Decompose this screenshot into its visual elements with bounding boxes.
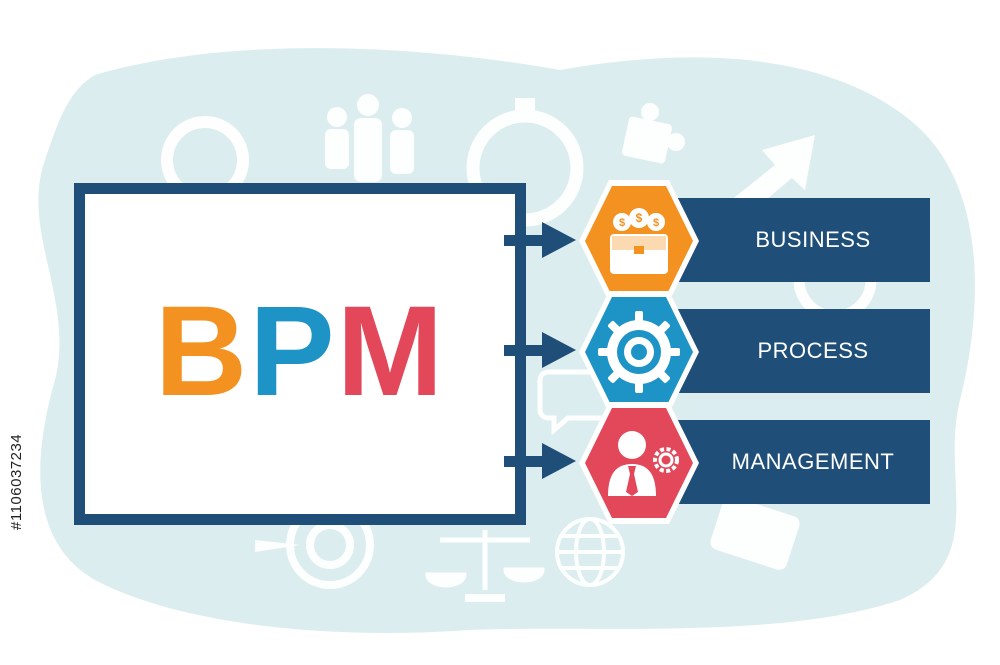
svg-text:$: $ xyxy=(636,211,643,225)
acronym-title: BPM xyxy=(85,282,515,422)
acronym-box: BPM xyxy=(74,183,526,525)
arrow-business xyxy=(504,222,576,258)
side-watermark: #1106037234 xyxy=(8,433,25,530)
people-group-icon xyxy=(325,94,414,182)
label-business: BUSINESS xyxy=(755,227,871,252)
scales-icon xyxy=(425,530,545,602)
hex-process xyxy=(579,291,699,413)
globe-icon xyxy=(555,517,625,587)
connector-arrows xyxy=(504,222,576,479)
label-process: PROCESS xyxy=(757,338,869,363)
arrow-management xyxy=(504,443,576,479)
hex-management xyxy=(579,402,699,524)
briefcase-money-icon: $ $ $ xyxy=(610,208,668,274)
puzzle-piece-icon xyxy=(622,103,685,164)
label-management: MANAGEMENT xyxy=(731,449,895,474)
svg-text:$: $ xyxy=(653,217,659,229)
acronym-letter-p: P xyxy=(249,280,337,423)
acronym-letter-b: B xyxy=(154,280,250,423)
acronym-letter-m: M xyxy=(336,280,446,423)
gear-target-icon xyxy=(598,311,680,393)
hex-business: $ $ $ xyxy=(579,180,699,302)
svg-text:$: $ xyxy=(619,217,625,229)
arrow-process xyxy=(504,332,576,368)
manager-gear-icon xyxy=(608,431,679,496)
briefcase-faint-icon xyxy=(710,496,800,570)
